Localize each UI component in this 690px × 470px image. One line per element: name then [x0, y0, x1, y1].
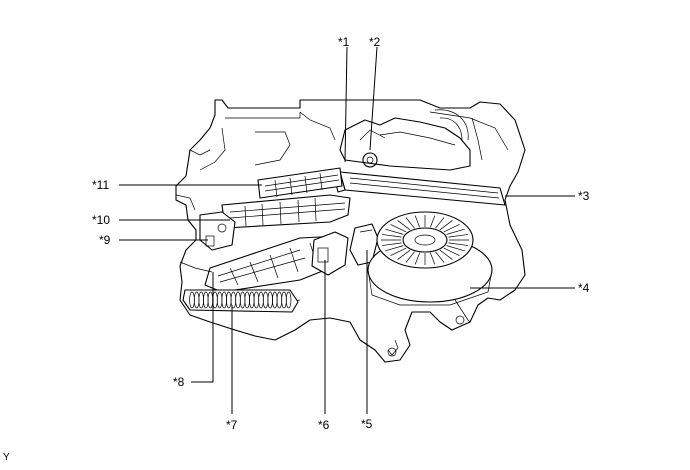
fan-blade: [443, 224, 460, 233]
callout-11: *11: [92, 178, 110, 192]
fan-blade: [435, 251, 445, 263]
filter-cartridge: [333, 171, 506, 206]
fan-blade: [385, 228, 404, 235]
fan-blade: [448, 234, 468, 238]
callout-8: *8: [173, 375, 185, 389]
callout-2: *2: [369, 35, 381, 49]
fan-blade: [439, 220, 453, 231]
fan-blade: [448, 242, 468, 246]
fan-blade: [405, 217, 415, 229]
fan-blade: [397, 220, 411, 231]
callout-4: *4: [578, 281, 590, 295]
callout-3: *3: [578, 189, 590, 203]
fan-blade: [390, 224, 407, 233]
servo-motor: [199, 211, 236, 251]
evaporator-panel: [221, 194, 351, 229]
callout-1: *1: [338, 35, 350, 49]
callout-9: *9: [99, 233, 111, 247]
control-module: [311, 231, 349, 276]
fan-blade: [446, 245, 465, 252]
callout-10: *10: [92, 213, 111, 227]
coil-heater: [182, 289, 299, 313]
fan-blade: [430, 252, 436, 265]
coil-loop: [285, 291, 292, 309]
fan-blade: [430, 215, 436, 228]
fan-blade: [439, 249, 453, 260]
heater-core-upper: [257, 167, 343, 199]
fan-blade: [390, 247, 407, 256]
fan-blade: [446, 228, 465, 235]
callout-6: *6: [318, 418, 330, 432]
fan-blade: [385, 245, 404, 252]
fan-blade: [435, 217, 445, 229]
fan-blade: [382, 242, 402, 246]
fan-blade: [414, 252, 420, 265]
leader-lines: [119, 46, 575, 414]
fan-blade: [443, 247, 460, 256]
callout-5: *5: [361, 417, 373, 431]
upper-duct: [339, 109, 471, 171]
fan-blade: [382, 234, 402, 238]
fan-blade: [405, 251, 415, 263]
corner-mark: Y: [3, 452, 10, 463]
fan-blade: [397, 249, 411, 260]
fan-blade: [414, 215, 420, 228]
callout-7: *7: [226, 418, 238, 432]
